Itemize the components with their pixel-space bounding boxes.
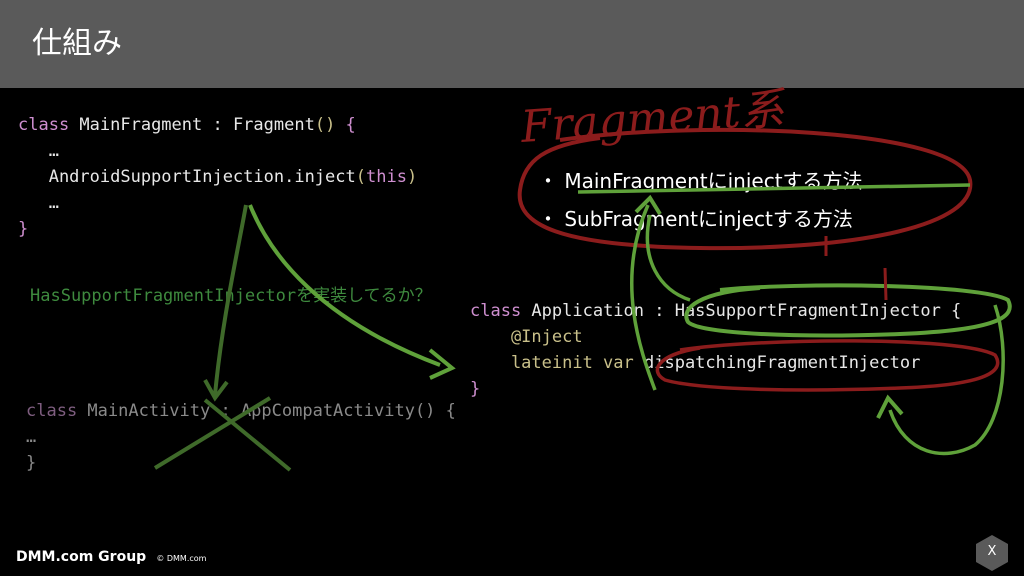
question-text: HasSupportFragmentInjectorを実装してるか？	[30, 286, 432, 306]
code-line: }	[26, 453, 37, 473]
code-main-fragment: class MainFragment : Fragment() { … Andr…	[18, 112, 417, 242]
close-button[interactable]: X	[972, 533, 1012, 573]
code-line: }	[470, 379, 481, 399]
code-line: }	[18, 219, 29, 239]
slide-title: 仕組み	[32, 26, 122, 61]
slide-header: 仕組み	[0, 0, 1024, 88]
code-brace: {	[335, 115, 356, 135]
code-keyword: class	[18, 115, 70, 135]
code-line: …	[26, 427, 37, 447]
code-paren: (	[355, 167, 367, 187]
note-item: ・ MainFragmentにinjectする方法	[538, 169, 863, 193]
code-text: AndroidSupportInjection.inject	[18, 167, 356, 187]
code-keyword: class	[470, 301, 522, 321]
code-text: dispatchingFragmentInjector	[633, 353, 921, 373]
code-text: MainActivity : AppCompatActivity() {	[77, 401, 456, 421]
code-keyword: class	[26, 401, 78, 421]
code-main-activity: class MainActivity : AppCompatActivity()…	[26, 398, 456, 476]
note-item: ・ SubFragmentにinjectする方法	[538, 207, 853, 231]
code-keyword: this	[366, 167, 407, 187]
hexagon-icon	[976, 535, 1008, 571]
copyright-text: © DMM.com	[156, 554, 207, 563]
code-text: Application : HasSupportFragmentInjector…	[521, 301, 962, 321]
code-application: class Application : HasSupportFragmentIn…	[470, 298, 961, 402]
code-annotation: @Inject	[470, 327, 583, 347]
footer-logo: DMM.com Group © DMM.com	[16, 548, 206, 568]
green-arrowhead	[428, 348, 456, 380]
code-text: MainFragment : Fragment	[69, 115, 315, 135]
dim-green-arrowhead	[203, 379, 229, 402]
close-label: X	[987, 544, 997, 559]
code-line: …	[18, 193, 59, 213]
handwritten-label: Fragment系	[518, 83, 789, 153]
notes-list: ・ MainFragmentにinjectする方法 ・ SubFragmentに…	[538, 162, 863, 238]
code-paren: )	[406, 167, 418, 187]
code-keyword: lateinit var	[470, 353, 634, 373]
code-paren: ()	[314, 115, 336, 135]
brand-logo: DMM.com Group	[16, 549, 147, 565]
code-line: …	[18, 141, 59, 161]
red-tick	[883, 267, 888, 301]
